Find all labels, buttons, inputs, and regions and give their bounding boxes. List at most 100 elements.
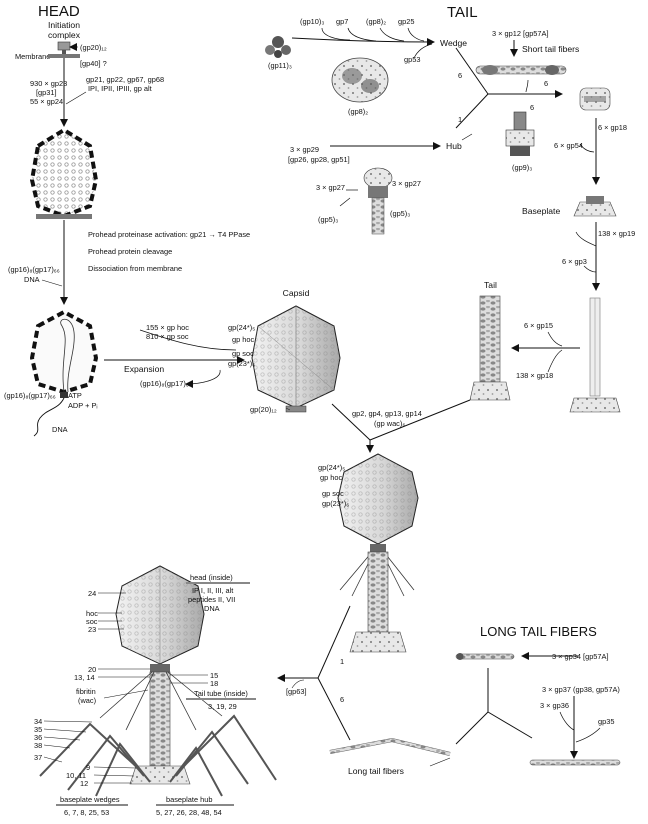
hoc-count-label: 155 × gp hoc (146, 323, 189, 332)
capsid-gp20-label: gp(20)₁₂ (250, 405, 277, 414)
scaffold-proteins-label: gp21, gp22, gp67, gp68 (86, 75, 164, 84)
step-cleavage: Prohead protein cleavage (88, 247, 172, 256)
internal-proteins-label: IPI, IPII, IPIII, gp alt (88, 84, 152, 93)
gp27-right-label: 3 × gp27 (392, 179, 421, 188)
head-inside-title: head (inside) (190, 573, 233, 582)
wedge-icon (579, 87, 611, 111)
capsid-gp23-label: gp(23*)₆ (228, 359, 255, 368)
label-soc: soc (86, 617, 98, 626)
initiation-label: Initiation (48, 20, 80, 30)
mature-capsid-icon (251, 305, 341, 413)
label-37: 37 (34, 753, 42, 762)
long-tail-fibers-label: Long tail fibers (348, 766, 404, 776)
capsid-title: Capsid (283, 288, 310, 298)
baseplate-label: Baseplate (522, 206, 560, 216)
gp10-label: (gp10)₃ (300, 17, 324, 26)
gp8-dimer-icon (331, 57, 389, 103)
gp20-label: (gp20)₁₂ (80, 43, 107, 52)
gp3-label: 6 × gp3 (562, 257, 587, 266)
capsid-gp24-label: gp(24*)₅ (228, 323, 255, 332)
label-12: 12 (80, 779, 88, 788)
complex-label: complex (48, 30, 81, 40)
label-35: 35 (34, 725, 42, 734)
tail-tube-icon (569, 297, 621, 413)
hub-count-1: 1 (458, 115, 462, 124)
fibritin-wac-label: (wac) (78, 696, 96, 705)
gp35-label: gp35 (598, 717, 614, 726)
adp-label: ADP + Pᵢ (68, 401, 98, 410)
label-20: 20 (88, 665, 96, 674)
terminase-label: (gp16)₈(gp17)₆₆ (8, 265, 60, 274)
dna-in-label: DNA (24, 275, 40, 284)
phage-no-fibers-icon (337, 453, 419, 653)
prohead-icon (29, 127, 99, 219)
gp8-dimer-label: (gp8)₂ (348, 107, 368, 116)
step-proteinase: Prohead proteinase activation: gp21 → T4… (88, 230, 250, 239)
head-inside-peptides: peptides II, VII (188, 595, 235, 604)
baseplate-hub-title: baseplate hub (166, 795, 212, 804)
terminase-packaging-label: (gp16)₈(gp17)₆₆ (4, 391, 56, 400)
label-9: 9 (86, 763, 90, 772)
wedge-label: Wedge (440, 38, 467, 48)
gp9-icon (505, 111, 535, 156)
terminase-release-label: (gp16)₈(gp17)₆₆ (140, 379, 192, 388)
hub-components-label: [gp26, gp28, gp51] (288, 155, 350, 164)
tail-tube-proteins: 3, 19, 29 (208, 702, 237, 711)
membrane-label: Membrane (15, 52, 50, 61)
label-38: 38 (34, 741, 42, 750)
label-18: 18 (210, 679, 218, 688)
hub-label: Hub (446, 141, 462, 151)
label-hoc: hoc (86, 609, 98, 618)
packaging-prohead-icon (29, 309, 99, 437)
gp31-label: [gp31] (36, 88, 57, 97)
label-10-11: 10, 11 (66, 771, 86, 780)
gp63-label: [gp63] (286, 687, 307, 696)
initiation-complex-icon (57, 41, 71, 54)
tail-tube-inside-title: Tail tube (inside) (194, 689, 248, 698)
tail-section-title: TAIL (447, 4, 478, 21)
head-inside-dna: DNA (204, 604, 220, 613)
gp11-label: (gp11)₃ (268, 61, 292, 70)
head-section-title: HEAD (38, 3, 80, 20)
hub-gp29-label: 3 × gp29 (290, 145, 319, 154)
step-dissociation: Dissociation from membrane (88, 264, 182, 273)
head-inside-ips: IP I, II, III, alt (192, 586, 233, 595)
gp24-label: 55 × gp24 (30, 97, 63, 106)
long-tail-fiber-icon (329, 737, 451, 756)
gp37-fiber-icon (529, 759, 621, 766)
gp11-icon (265, 36, 291, 58)
baseplate-icon (573, 196, 617, 217)
stf-count-6: 6 (544, 79, 548, 88)
short-fiber-count-label: 3 × gp12 [gp57A] (492, 29, 549, 38)
phage-soc-label: gp soc (322, 489, 344, 498)
gp9-label: (gp9)₃ (512, 163, 532, 172)
label-15: 15 (210, 671, 218, 680)
baseplate-wedges-title: baseplate wedges (60, 795, 120, 804)
phage-hoc-label: gp hoc (320, 473, 342, 482)
gp34-label: 3 × gp34 [gp57A] (552, 652, 609, 661)
label-36: 36 (34, 733, 42, 742)
gp27-left-label: 3 × gp27 (316, 183, 345, 192)
gp53-label: gp53 (404, 55, 420, 64)
gp25-label: gp25 (398, 17, 414, 26)
wedge-count-6: 6 (458, 71, 462, 80)
gp54x6-label: 6 × gp54 (554, 141, 583, 150)
label-34: 34 (34, 717, 42, 726)
tail-label: Tail (484, 280, 497, 290)
soc-count-label: 810 × gp soc (146, 332, 189, 341)
fibritin-label: fibritin (76, 687, 96, 696)
fiber-count-6: 6 (340, 695, 344, 704)
phage-gp24-label: gp(24*)₅ (318, 463, 345, 472)
gp36-label: 3 × gp36 (540, 701, 569, 710)
capsid-hoc-label: gp hoc (232, 335, 254, 344)
phage-gp23-label: gp(23*)₆ (322, 499, 349, 508)
baseplate-wedge-proteins: 6, 7, 8, 25, 53 (64, 808, 109, 817)
gp18x138-label: 138 × gp18 (516, 371, 553, 380)
label-13-14: 13, 14 (74, 673, 95, 682)
expansion-label: Expansion (124, 364, 164, 374)
gp40-label: [gp40] ? (80, 59, 107, 68)
short-tail-fiber-icon (475, 65, 567, 75)
gp19-label: 138 × gp19 (598, 229, 635, 238)
wedge-to-baseplate-6: 6 (530, 103, 534, 112)
